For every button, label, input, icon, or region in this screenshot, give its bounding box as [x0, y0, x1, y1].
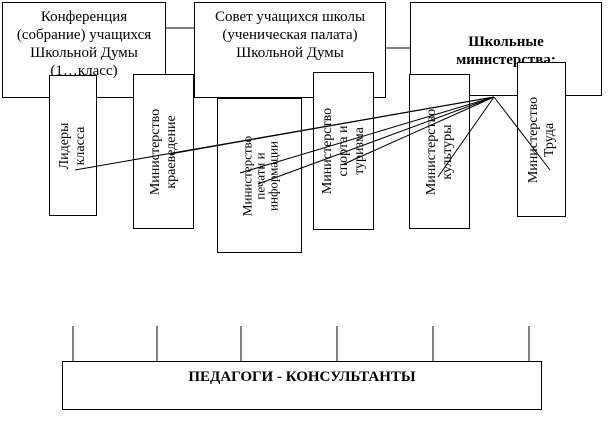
conference-label: Конференция (собрание) учащихся Школьной…	[16, 9, 152, 79]
local-history-ministry-label: Министерство краеведение	[147, 108, 179, 195]
student-council-box: Совет учащихся школы (ученическая палата…	[194, 2, 386, 98]
press-ministry-box: Министерство печати и информации	[217, 98, 302, 253]
class-leaders-box: Лидеры класса	[49, 75, 97, 216]
culture-ministry-box: Министерство культуры	[409, 74, 470, 229]
teacher-consultants-label: ПЕДАГОГИ - КОНСУЛЬТАНТЫ	[188, 369, 416, 385]
student-council-label: Совет учащихся школы (ученическая палата…	[214, 9, 366, 61]
sport-ministry-box: Министерство спорта и туризма	[313, 72, 374, 230]
class-leaders-label: Лидеры класса	[57, 122, 88, 169]
press-ministry-label: Министерство печати и информации	[239, 135, 280, 216]
teacher-consultants-box: ПЕДАГОГИ - КОНСУЛЬТАНТЫ	[62, 361, 542, 410]
labor-ministry-label: Министерство Труда	[525, 96, 557, 183]
culture-ministry-label: Министерство культуры	[423, 108, 455, 195]
labor-ministry-box: Министерство Труда	[517, 62, 566, 217]
local-history-ministry-box: Министерство краеведение	[133, 74, 194, 229]
sport-ministry-label: Министерство спорта и туризма	[319, 107, 367, 195]
